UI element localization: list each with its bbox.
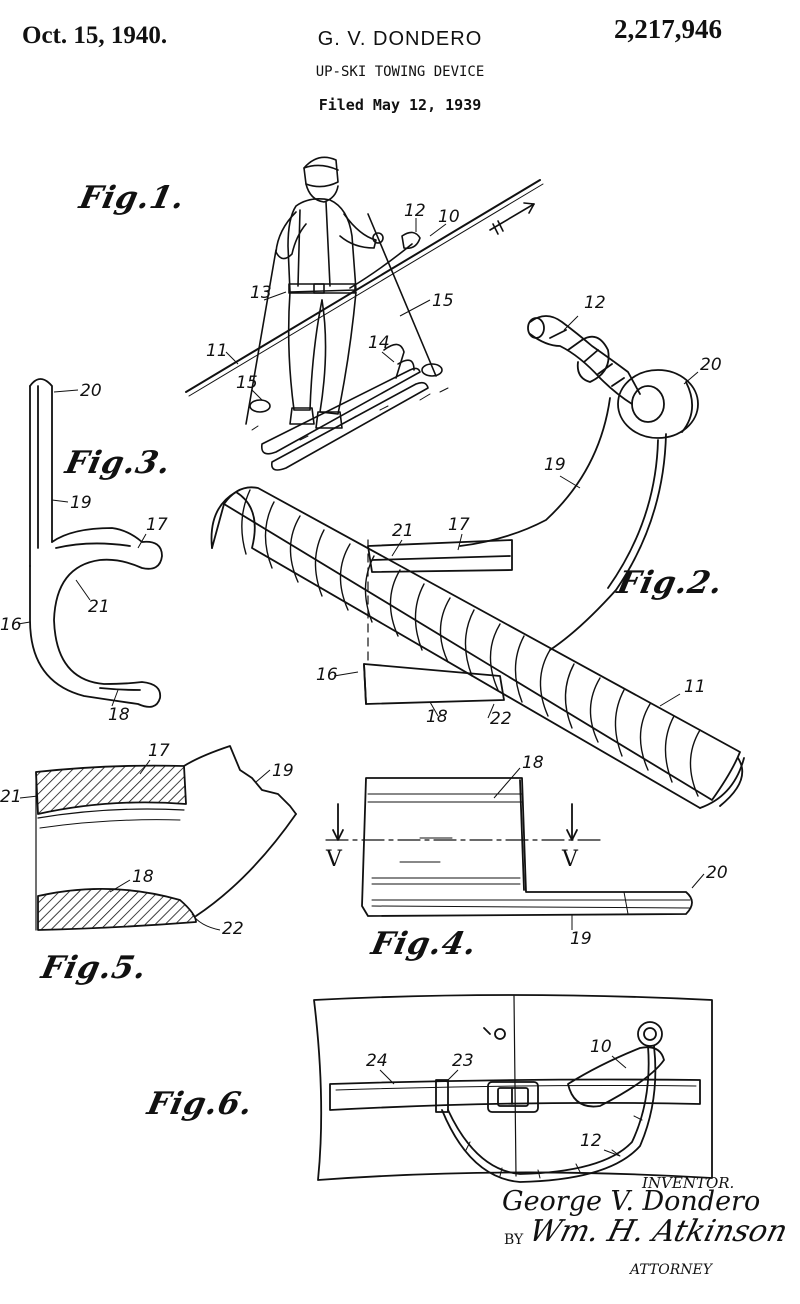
- patent-title: UP-SKI TOWING DEVICE: [315, 64, 485, 80]
- ref-12-fig6: 12: [580, 1131, 602, 1151]
- ref-18-fig3: 18: [108, 705, 130, 725]
- ref-20-fig2: 20: [700, 355, 722, 375]
- ref-10-fig1: 10: [438, 207, 460, 227]
- ref-22-fig5: 22: [222, 919, 244, 939]
- ref-19-fig2: 19: [544, 455, 566, 475]
- fig4-reference-numerals: 18 20 19 V V: [325, 753, 728, 949]
- ref-22-fig2: 22: [490, 709, 512, 729]
- ref-21-fig3: 21: [88, 597, 110, 617]
- ref-24: 24: [366, 1051, 388, 1071]
- ref-13: 13: [250, 283, 272, 303]
- attorney-signature: Wm. H. Atkinson: [525, 1214, 792, 1249]
- by-label: BY: [504, 1232, 524, 1248]
- ref-23: 23: [452, 1051, 474, 1071]
- ref-15-fig1-left: 15: [236, 373, 258, 393]
- ref-17-fig5: 17: [148, 741, 170, 761]
- ref-12-fig1: 12: [404, 201, 426, 221]
- ref-21-fig5: 21: [0, 787, 22, 807]
- fig6-reference-numerals: 24 23 10 12: [366, 1037, 612, 1151]
- ref-21-fig2: 21: [392, 521, 414, 541]
- ref-16-fig3: 16: [0, 615, 22, 635]
- fig5-section-drawing: [35, 745, 297, 931]
- filing-date: Filed May 12, 1939: [318, 96, 482, 114]
- ref-15-fig1-right: 15: [432, 291, 454, 311]
- ref-18-fig4: 18: [522, 753, 544, 773]
- section-mark-left: V: [325, 847, 343, 872]
- fig6-belt-drawing: [313, 994, 713, 1183]
- fig1-reference-numerals: 12 10 13 15 11 14 15: [206, 201, 460, 393]
- ref-16-fig2: 16: [316, 665, 338, 685]
- ref-10-fig6: 10: [590, 1037, 612, 1057]
- ref-20-fig3: 20: [80, 381, 102, 401]
- ref-19-fig3: 19: [70, 493, 92, 513]
- ref-19-fig4: 19: [570, 929, 592, 949]
- inventor-label: INVENTOR.: [642, 1174, 735, 1192]
- ref-11-fig1: 11: [206, 341, 228, 361]
- patent-date: Oct. 15, 1940.: [22, 22, 168, 49]
- inventor-name: G. V. DONDERO: [317, 28, 483, 50]
- ref-18-fig5: 18: [132, 867, 154, 887]
- ref-17-fig3: 17: [146, 515, 168, 535]
- fig3-side-view-drawing: [29, 378, 163, 708]
- inventor-signature: George V. Dondero: [502, 1186, 761, 1217]
- ref-20-fig4: 20: [706, 863, 728, 883]
- fig4-top-view-drawing: [325, 777, 693, 917]
- fig2-device-drawing: [210, 315, 745, 809]
- section-mark-right: V: [561, 847, 579, 872]
- fig2-reference-numerals: 12 20 19 21 17 16 11 18 22: [316, 293, 722, 729]
- patent-number: 2,217,946: [614, 14, 722, 44]
- ref-14: 14: [368, 333, 390, 353]
- fig3-reference-numerals: 20 19 17 21 16 18: [0, 381, 168, 725]
- ref-19-fig5: 19: [272, 761, 294, 781]
- ref-17-fig2: 17: [448, 515, 470, 535]
- fig1-skier-drawing: [185, 156, 544, 471]
- attorney-label: ATTORNEY: [630, 1262, 713, 1278]
- ref-11-fig2: 11: [684, 677, 706, 697]
- fig5-reference-numerals: 17 21 19 18 22: [0, 741, 294, 939]
- ref-18-fig2: 18: [426, 707, 448, 727]
- ref-12-fig2: 12: [584, 293, 606, 313]
